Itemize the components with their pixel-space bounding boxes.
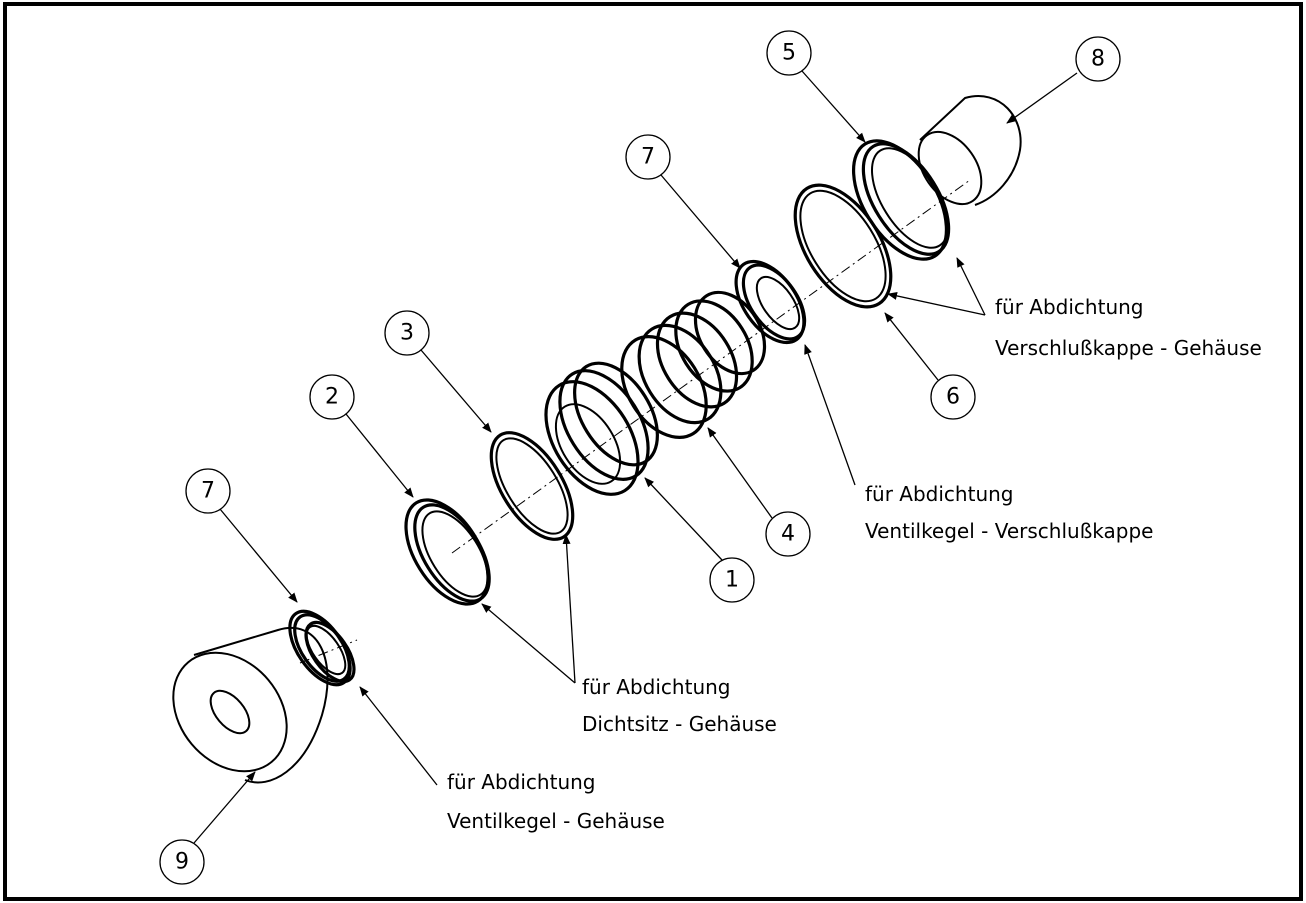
part-7-lower-seal	[288, 609, 356, 687]
balloon-1: 1	[709, 557, 755, 603]
callout-cap-housing: für Abdichtung Verschlußkappe - Gehäuse	[995, 295, 1262, 360]
svg-text:Ventilkegel - Verschlußkappe: Ventilkegel - Verschlußkappe	[865, 519, 1154, 543]
callout-cone-cap: für Abdichtung Ventilkegel - Verschlußka…	[865, 482, 1154, 543]
callout-seat-housing: für Abdichtung Dichtsitz - Gehäuse	[582, 675, 777, 736]
svg-text:für Abdichtung: für Abdichtung	[582, 675, 731, 699]
svg-text:Ventilkegel - Gehäuse: Ventilkegel - Gehäuse	[447, 809, 665, 833]
balloon-8: 8	[1075, 36, 1121, 82]
svg-text:6: 6	[946, 385, 960, 410]
svg-text:Verschlußkappe - Gehäuse: Verschlußkappe - Gehäuse	[995, 336, 1262, 360]
balloon-5: 5	[766, 30, 812, 76]
part-8-closing-cap	[917, 95, 1022, 206]
part-7-upper-seal	[734, 259, 807, 345]
svg-text:für Abdichtung: für Abdichtung	[995, 295, 1144, 319]
balloon-2: 2	[309, 374, 355, 420]
svg-text:7: 7	[641, 145, 655, 170]
balloon-3: 3	[384, 310, 430, 356]
part-1-valve-seat	[544, 361, 659, 496]
svg-text:3: 3	[400, 321, 414, 346]
callout-leaders	[359, 257, 986, 786]
center-axis	[299, 179, 971, 664]
svg-text:9: 9	[175, 850, 189, 875]
part-2-seal-ring	[404, 498, 491, 606]
svg-text:Dichtsitz - Gehäuse: Dichtsitz - Gehäuse	[582, 712, 777, 736]
balloon-9: 9	[159, 839, 205, 885]
svg-text:5: 5	[782, 41, 796, 66]
svg-text:für Abdichtung: für Abdichtung	[447, 770, 596, 794]
balloon-4: 4	[765, 511, 811, 557]
callout-cone-housing: für Abdichtung Ventilkegel - Gehäuse	[447, 770, 665, 833]
svg-text:8: 8	[1091, 47, 1105, 72]
part-4-spring	[620, 290, 767, 439]
drawing-frame	[3, 2, 1303, 901]
svg-text:7: 7	[201, 479, 215, 504]
balloon-7-upper: 7	[625, 134, 671, 180]
svg-text:für Abdichtung: für Abdichtung	[865, 482, 1014, 506]
balloon-6: 6	[930, 374, 976, 420]
part-5-seal-ring	[851, 139, 951, 261]
balloon-7-lower: 7	[185, 468, 231, 514]
svg-text:2: 2	[325, 385, 339, 410]
svg-text:4: 4	[781, 522, 795, 547]
part-9-housing-ring	[172, 627, 329, 784]
svg-text:1: 1	[725, 568, 739, 593]
balloon-leaders	[193, 70, 1078, 844]
